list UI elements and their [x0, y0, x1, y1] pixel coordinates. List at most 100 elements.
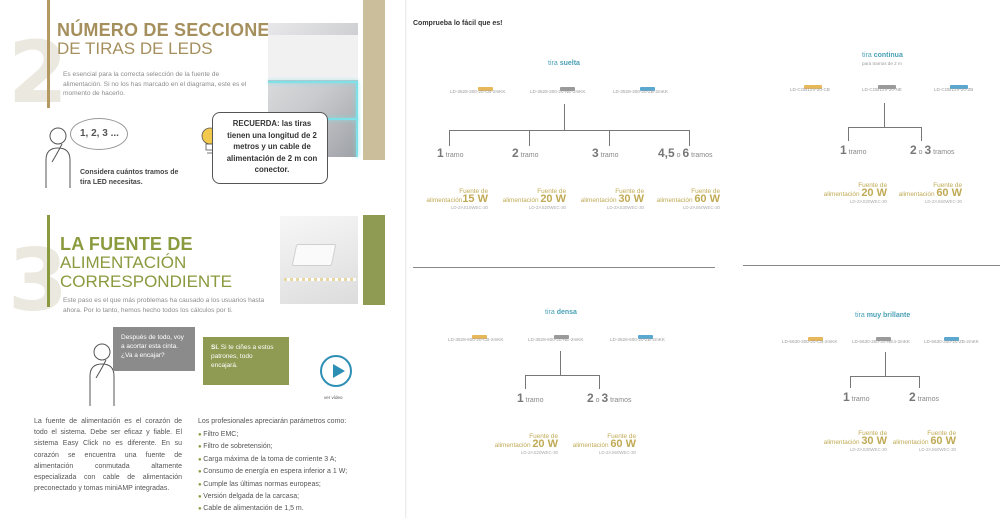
product-code: LD-3528-300-20-ZB-2mKK	[613, 89, 668, 94]
tree-connector	[525, 375, 600, 376]
power-supply-photo	[280, 216, 358, 304]
brillante-tramo-2: 2 tramos	[909, 390, 940, 404]
section-3-number: 3	[8, 231, 68, 331]
section-3-body: La fuente de alimentación es el corazón …	[34, 418, 182, 493]
suelta-tramo-3: 3 tramo	[592, 146, 619, 160]
product-code: LD-3528-600-20-NE-2mKK	[528, 337, 584, 342]
section-2-paragraph: Es esencial para la correcta selección d…	[63, 71, 247, 98]
pros-item: Filtro EMC;	[198, 429, 398, 441]
play-icon	[333, 364, 345, 378]
brillante-tramo-1: 1 tramo	[843, 390, 870, 404]
continua-fuente-2: Fuente de alimentación 60 W LD-ZAS60WEC-…	[898, 182, 962, 205]
neutral-led-strip-icon	[560, 87, 575, 91]
continua-subtitle: para tramos de 2 m	[862, 61, 902, 66]
suelta-header: tira suelta	[548, 60, 580, 67]
densa-products: LD-3528-600-20-CB-2mKK LD-3528-600-20-NE…	[448, 326, 718, 346]
section-2-subtitle: DE TIRAS DE LEDS	[57, 39, 213, 58]
cool-led-strip-icon	[640, 87, 655, 91]
right-page-heading: Comprueba lo fácil que es!	[413, 20, 503, 27]
product-code: LD-5630-300-20-ZB-2mKK	[924, 339, 979, 344]
section-3-subtitle-2: CORRESPONDIENTE	[60, 272, 232, 291]
product-code: LD-COB12V-20-CB	[790, 87, 830, 92]
section-2-title: NÚMERO DE SECCIONES	[57, 20, 282, 40]
section-2-number: 2	[8, 23, 68, 123]
continua-tramo-2: 2 o 3 tramos	[910, 143, 955, 157]
tree-connector	[848, 127, 849, 141]
tree-connector	[560, 351, 561, 375]
suelta-tramo-2: 2 tramo	[512, 146, 539, 160]
brillante-fuente-2: Fuente de alimentación 60 W LD-ZAS60WEC-…	[892, 430, 956, 453]
tree-connector	[449, 130, 689, 131]
warm-led-strip-icon	[472, 335, 487, 339]
tree-connector	[525, 375, 526, 389]
video-label[interactable]: ver vídeo	[324, 395, 343, 400]
section-3-side-bar	[363, 215, 385, 305]
suelta-products: LD-3528-300-20-CB-2mKK LD-3528-300-20-NE…	[450, 78, 710, 98]
product-code: LD-5630-300-20-NE4-2mKK	[852, 339, 910, 344]
product-code: LD-COB12V-20-ZB	[934, 87, 974, 92]
brillante-header: tira muy brillante	[855, 312, 911, 319]
pros-item: Carga máxima de la toma de corriente 3 A…	[198, 454, 398, 466]
neutral-led-strip-icon	[554, 335, 569, 339]
tree-connector	[449, 130, 450, 146]
answer-bubble: Sí. Si te ciñes a estos patrones, todo e…	[203, 337, 289, 385]
cool-led-strip-icon	[950, 85, 968, 89]
densa-tramo-2: 2 o 3 tramos	[587, 391, 632, 405]
tree-connector	[529, 130, 530, 146]
continua-fuente-1: Fuente de alimentación 20 W LD-ZAS20WEC-…	[823, 182, 887, 205]
separator-right	[743, 265, 1000, 266]
densa-header: tira densa	[545, 309, 577, 316]
question-text: Después de todo, voy a acortar esta cint…	[121, 334, 184, 359]
question-bubble: Después de todo, voy a acortar esta cint…	[113, 327, 195, 371]
pros-item: Cumple las últimas normas europeas;	[198, 479, 398, 491]
suelta-fuente-1: Fuente de alimentación15 W LD-ZAS15WEC-3…	[426, 188, 488, 211]
pros-intro: Los profesionales apreciarán parámetros …	[198, 418, 347, 425]
left-page: 2 NÚMERO DE SECCIONES DE TIRAS DE LEDS E…	[0, 0, 405, 518]
section-2-divider	[47, 0, 50, 108]
separator-left	[413, 267, 715, 268]
thought-text: 1, 2, 3 ...	[80, 128, 119, 139]
section-3-title: LA FUENTE DE	[60, 234, 193, 254]
tree-connector	[689, 130, 690, 146]
densa-fuente-1: Fuente de alimentación 20 W LD-ZAS20WEC-…	[494, 433, 558, 456]
densa-tramo-1: 1 tramo	[517, 391, 544, 405]
page-gutter	[405, 0, 407, 518]
product-code: LD-5630-300-20-CB-2mKK	[782, 339, 838, 344]
section-2-side-bar	[363, 0, 385, 160]
reminder-box	[212, 112, 328, 184]
product-code: LD-3528-600-20-ZB-2mKK	[610, 337, 665, 342]
thinking-person-figure-2	[82, 336, 122, 406]
tree-connector	[850, 376, 920, 377]
pros-list: Filtro EMC; Filtro de sobretensión; Carg…	[198, 429, 398, 516]
play-video-button[interactable]	[320, 355, 352, 387]
densa-fuente-2: Fuente de alimentación 60 W LD-ZAS60WEC-…	[572, 433, 636, 456]
thought-bubble	[70, 118, 128, 150]
neutral-led-strip-icon	[878, 85, 896, 89]
suelta-fuente-3: Fuente de alimentación 30 W LD-ZAS30WEC-…	[580, 188, 644, 211]
tree-connector	[599, 375, 600, 389]
tree-connector	[848, 127, 922, 128]
section-3-subtitle-1: ALIMENTACIÓN	[60, 253, 187, 272]
product-code: LD-3528-300-20-NE-2mKK	[530, 89, 586, 94]
continua-tramo-1: 1 tramo	[840, 143, 867, 157]
product-code: LD-3528-600-20-CB-2mKK	[448, 337, 504, 342]
tree-connector	[884, 103, 885, 127]
section-3-divider	[47, 215, 50, 307]
tree-connector	[919, 376, 920, 388]
answer-bold: Sí.	[211, 344, 219, 351]
section-2-caption: Considera cuántos tramos de tira LED nec…	[80, 169, 179, 186]
suelta-tramo-1: 1 tramo	[437, 146, 464, 160]
suelta-fuente-2: Fuente de alimentación 20 W LD-ZAS20WEC-…	[502, 188, 566, 211]
suelta-tramo-4: 4,5 o 6 tramos	[658, 146, 713, 160]
pros-item: Consumo de energía en espera inferior a …	[198, 466, 398, 478]
brillante-products: LD-5630-300-20-CB-2mKK LD-5630-300-20-NE…	[782, 328, 1000, 348]
tree-connector	[564, 104, 565, 130]
continua-products: LD-COB12V-20-CB LD-COB12V-20-NE LD-COB12…	[790, 76, 1000, 96]
suelta-fuente-4: Fuente de alimentación 60 W LD-ZAS60WEC-…	[656, 188, 720, 211]
tree-connector	[850, 376, 851, 388]
pros-item: Filtro de sobretensión;	[198, 441, 398, 453]
tree-connector	[921, 127, 922, 141]
warm-led-strip-icon	[478, 87, 493, 91]
tree-connector	[609, 130, 610, 146]
cool-led-strip-icon	[638, 335, 653, 339]
